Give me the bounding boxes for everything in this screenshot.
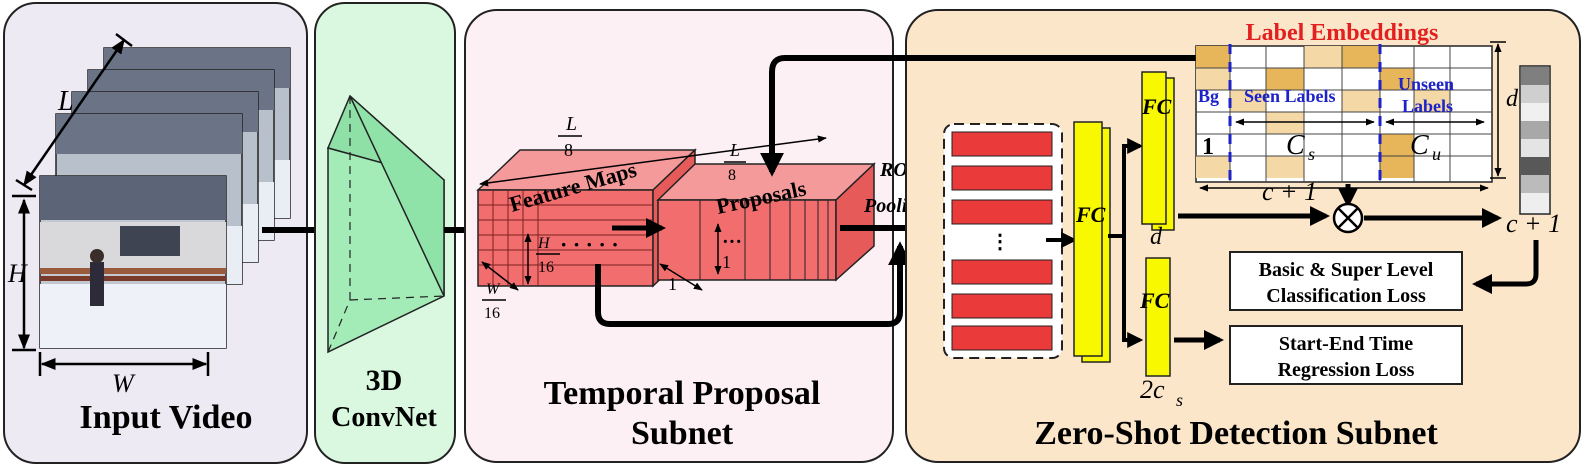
classification-loss-line1: Basic & Super Level (1259, 259, 1434, 281)
proposal-dots: ··· (722, 231, 742, 253)
seen-labels-label: Seen Labels (1244, 86, 1336, 106)
frac-W16-num: W (486, 281, 501, 298)
svg-text:C: C (1286, 130, 1305, 161)
matrix-width-c-plus-1: c + 1 (1262, 177, 1317, 206)
fc3-layer (1145, 257, 1171, 377)
fc1-layer (1073, 121, 1103, 357)
feature-width-dimension: W 16 (481, 261, 519, 322)
arrow-scores-to-class-loss (1472, 240, 1539, 294)
svg-text:s: s (1176, 390, 1183, 410)
svg-text:⋮: ⋮ (990, 231, 1010, 253)
fc2-output-d: d (1150, 224, 1163, 250)
label-embeddings-title: Label Embeddings (1246, 20, 1439, 46)
svg-text:C: C (1410, 130, 1429, 161)
proposal-subnet-title-line1: Temporal Proposal (544, 375, 821, 412)
svg-text:2c: 2c (1140, 375, 1165, 404)
proposal-length-dimension: L 8 (724, 140, 746, 184)
arrow-fc1-to-fc3 (1122, 236, 1144, 348)
frac-L8-num-2: L (729, 140, 740, 160)
feature-height-dimension: H 16 (524, 233, 560, 285)
roi-feature-cells: ⋮ (951, 131, 1053, 351)
frac-L8-den-1: 8 (564, 140, 573, 160)
unseen-count-cu: C u (1410, 130, 1441, 164)
dimension-W: W (38, 352, 210, 398)
feature-length-dimension: L 8 (479, 113, 827, 187)
feature-dots: · · · · · (560, 232, 619, 257)
fc3-label: FC (1139, 288, 1170, 313)
svg-text:u: u (1432, 144, 1441, 164)
classification-loss-line2: Classification Loss (1266, 285, 1426, 307)
convnet-title-line2: ConvNet (331, 402, 437, 433)
product-operator (1332, 202, 1364, 234)
proposal-subnet-title-line2: Subnet (631, 415, 734, 452)
fc2-layer (1141, 71, 1167, 225)
convnet-title-line1: 3D (366, 364, 403, 397)
matrix-height-d: d (1506, 86, 1519, 112)
label-embedding-matrix (1195, 44, 1493, 184)
regression-loss-line2: Regression Loss (1278, 359, 1415, 381)
fc3-output-2cs: 2c s (1140, 375, 1183, 410)
proposal-one-vertical: 1 (722, 252, 731, 272)
arrow-fc1-to-fc2 (1108, 138, 1144, 238)
arrow-embeddings-to-proposals (760, 55, 1196, 177)
dimension-L: L (15, 33, 133, 192)
proposals-block (656, 162, 876, 282)
regression-loss-box: Start-End Time Regression Loss (1229, 325, 1463, 385)
seen-count-cs: C s (1286, 130, 1315, 164)
convnet-prism (326, 94, 445, 354)
bg-count-one: 1 (1202, 134, 1214, 160)
dimension-H: H (7, 194, 36, 352)
front-video-frame (39, 175, 227, 349)
regression-loss-line1: Start-End Time (1279, 333, 1413, 355)
fc1-label: FC (1075, 202, 1106, 227)
bg-label: Bg (1198, 86, 1219, 106)
embedding-vector-bar (1519, 65, 1551, 215)
fc2-label: FC (1141, 94, 1172, 119)
svg-text:s: s (1308, 144, 1315, 164)
dimension-H-label: H (7, 259, 28, 288)
frac-H16-den: 16 (538, 259, 554, 276)
dimension-W-label: W (112, 369, 136, 398)
proposal-one-horizontal: 1 (668, 274, 677, 294)
frac-L8-num-1: L (565, 113, 577, 135)
frac-W16-den: 16 (484, 305, 500, 322)
frac-H16-num: H (537, 235, 551, 252)
unseen-labels-line1: Unseen (1398, 74, 1454, 94)
frac-L8-den-2: 8 (728, 167, 736, 184)
dimension-L-label: L (57, 86, 74, 117)
unseen-labels-line2: Labels (1402, 96, 1453, 116)
classification-loss-box: Basic & Super Level Classification Loss (1229, 251, 1463, 311)
arrow-features-to-roi-loop (595, 241, 912, 327)
detection-subnet-title: Zero-Shot Detection Subnet (1034, 415, 1438, 452)
input-video-title: Input Video (80, 399, 253, 436)
